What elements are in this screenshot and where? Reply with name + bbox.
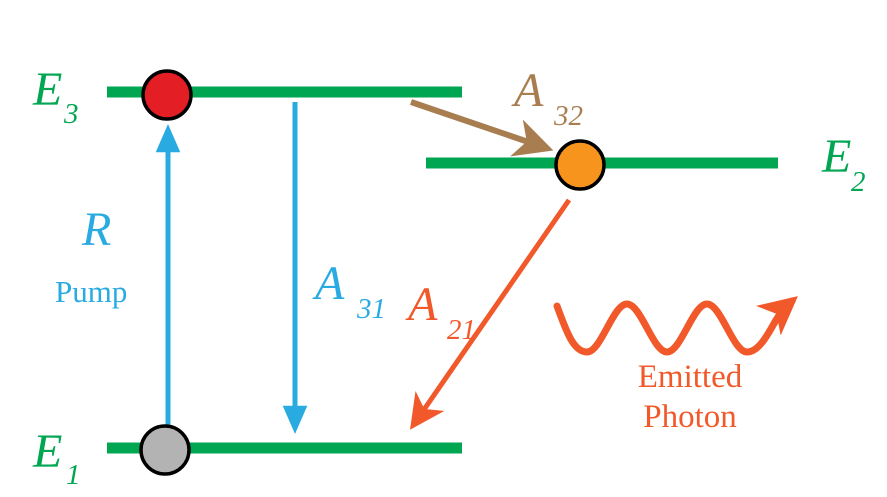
label-emitted: Emitted [638, 359, 743, 395]
a21-emission-arrow [410, 198, 572, 430]
emitted-photon-wave-arrow [553, 296, 798, 356]
label-e2-sub: 2 [851, 166, 866, 198]
label-e3-main: E [32, 63, 62, 116]
label-a32-main: A [511, 64, 544, 117]
label-a31-main: A [312, 257, 345, 310]
label-a31-sub: 31 [356, 293, 386, 325]
label-photon: Photon [643, 399, 737, 435]
electron-dot-e1 [139, 424, 191, 476]
a32-decay-arrow [410, 99, 554, 157]
label-a21-sub: 21 [447, 314, 476, 346]
label-pump-word: Pump [55, 274, 127, 309]
label-e1-sub: 1 [66, 459, 81, 491]
label-pump-symbol: R [81, 203, 111, 256]
label-e2-main: E [821, 130, 851, 183]
label-a21-main: A [405, 278, 438, 331]
electron-dot-e2 [554, 139, 606, 191]
label-e3-sub: 3 [63, 98, 79, 130]
electron-dot-e3 [141, 69, 193, 121]
label-a32-sub: 32 [553, 100, 583, 132]
label-e1-main: E [32, 425, 62, 478]
